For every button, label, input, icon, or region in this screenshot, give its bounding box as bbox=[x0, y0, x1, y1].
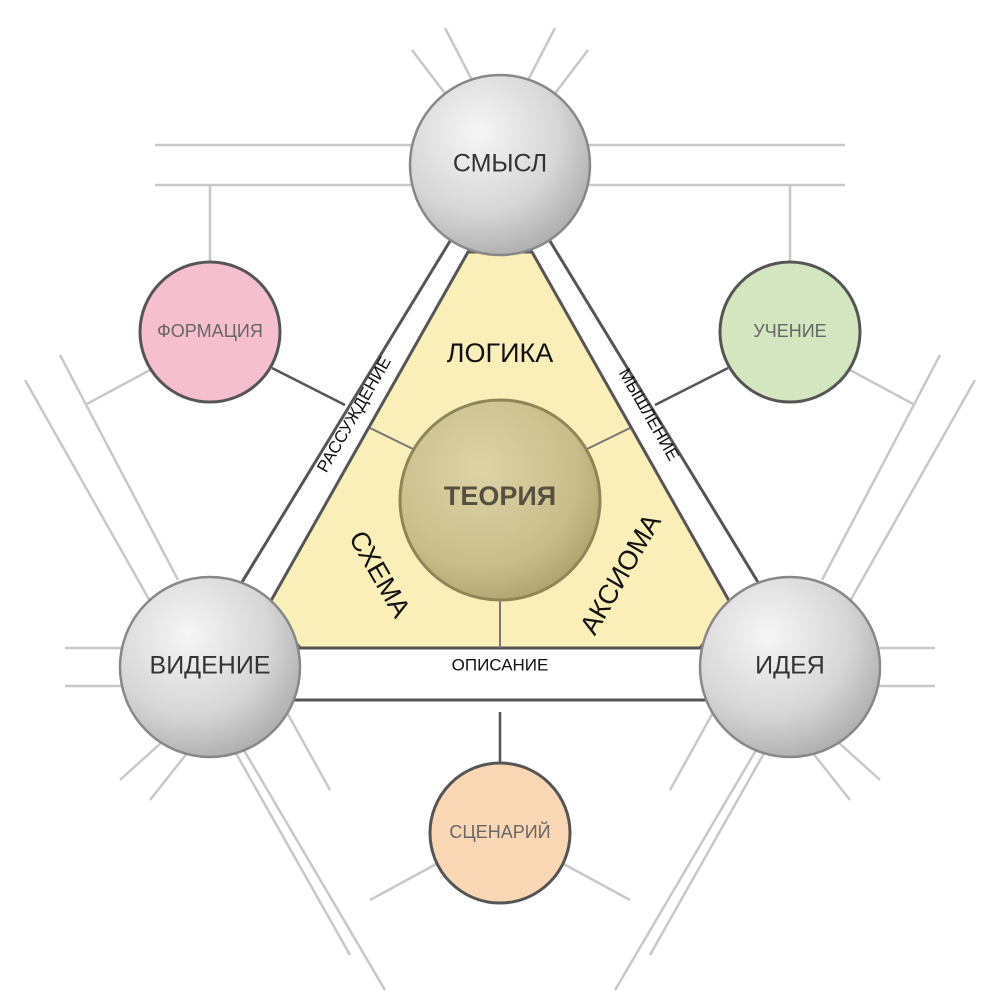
formation-label: ФОРМАЦИЯ bbox=[157, 321, 263, 341]
logic-label: ЛОГИКА bbox=[447, 338, 553, 368]
theory-label: ТЕОРИЯ bbox=[444, 481, 556, 511]
theory-node bbox=[398, 398, 602, 602]
meaning-node bbox=[408, 73, 592, 257]
edge-description-label: ОПИСАНИЕ bbox=[452, 655, 549, 674]
vision-label: ВИДЕНИЕ bbox=[150, 652, 271, 680]
center-spokes bbox=[369, 427, 631, 648]
meaning-label: СМЫСЛ bbox=[453, 150, 547, 178]
teaching-node bbox=[718, 260, 862, 404]
teaching-label: УЧЕНИЕ bbox=[753, 321, 826, 341]
scenario-node bbox=[428, 761, 572, 905]
formation-node bbox=[138, 260, 282, 404]
connector-lines bbox=[271, 366, 729, 765]
background-lines bbox=[23, 27, 977, 991]
idea-label: ИДЕЯ bbox=[755, 652, 825, 680]
idea-node bbox=[698, 575, 882, 759]
scenario-label: СЦЕНАРИЙ bbox=[449, 821, 550, 842]
vision-node bbox=[118, 575, 302, 759]
